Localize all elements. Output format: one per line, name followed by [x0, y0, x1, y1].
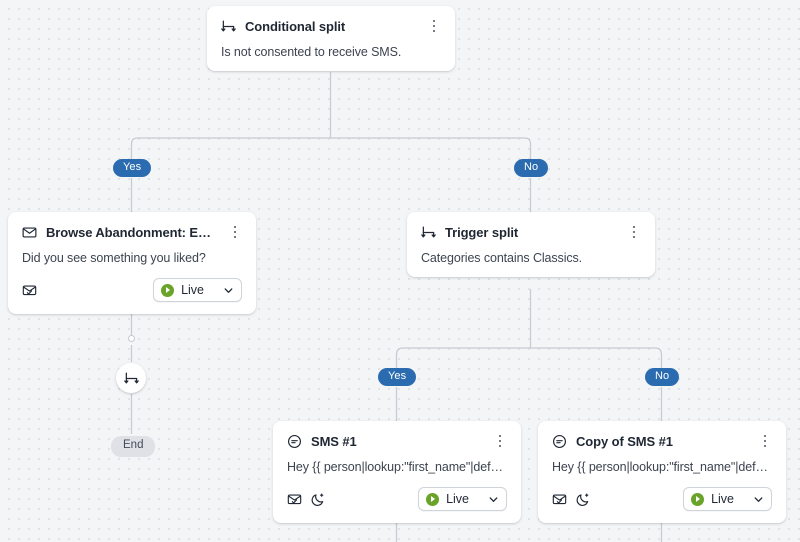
- branch-pill-yes-bottom[interactable]: Yes: [378, 368, 417, 386]
- end-pill: End: [111, 436, 156, 457]
- card-description: Is not consented to receive SMS.: [221, 45, 402, 59]
- envelope-icon: [22, 225, 37, 240]
- chevron-down-icon: [754, 496, 763, 502]
- card-title: Trigger split: [445, 224, 519, 240]
- node-card-trigger-split[interactable]: Trigger split Categories contains Classi…: [407, 212, 655, 277]
- status-label: Live: [711, 492, 734, 506]
- split-icon: [221, 19, 236, 34]
- card-header: SMS #1: [287, 433, 507, 449]
- kebab-menu-icon[interactable]: [627, 224, 641, 240]
- card-description: Hey {{ person|lookup:"first_name"|defaul…: [552, 460, 772, 474]
- status-select-live[interactable]: Live: [418, 487, 507, 511]
- play-circle-icon: [161, 283, 175, 297]
- kebab-menu-icon[interactable]: [758, 433, 772, 449]
- status-select-live[interactable]: Live: [153, 278, 242, 302]
- branch-pill-no-top[interactable]: No: [514, 159, 549, 177]
- split-icon: [123, 371, 139, 386]
- card-header: Trigger split: [421, 224, 641, 240]
- card-header: Browse Abandonment: Email...: [22, 224, 242, 240]
- node-circle-split[interactable]: [116, 363, 146, 393]
- chevron-down-icon: [224, 287, 233, 293]
- envelope-check-icon: [552, 492, 567, 507]
- branch-pill-yes-top[interactable]: Yes: [113, 159, 152, 177]
- card-footer: Live: [287, 487, 507, 511]
- card-title: SMS #1: [311, 433, 357, 449]
- kebab-menu-icon[interactable]: [228, 224, 242, 240]
- node-card-copy-of-sms-1[interactable]: Copy of SMS #1 Hey {{ person|lookup:"fir…: [538, 421, 786, 523]
- kebab-menu-icon[interactable]: [427, 18, 441, 34]
- status-label: Live: [446, 492, 469, 506]
- card-description: Categories contains Classics.: [421, 251, 583, 265]
- card-description: Did you see something you liked?: [22, 251, 206, 265]
- moon-icon: [311, 492, 326, 507]
- branch-pill-no-bottom[interactable]: No: [645, 368, 680, 386]
- card-footer: Live: [22, 278, 242, 302]
- footer-icon-group: [287, 492, 418, 507]
- chat-bubble-icon: [552, 434, 567, 449]
- kebab-menu-icon[interactable]: [493, 433, 507, 449]
- node-card-sms-1[interactable]: SMS #1 Hey {{ person|lookup:"first_name"…: [273, 421, 521, 523]
- node-card-browse-abandonment-email[interactable]: Browse Abandonment: Email... Did you see…: [8, 212, 256, 314]
- connector-dot: [128, 335, 135, 342]
- split-icon: [421, 225, 436, 240]
- chat-bubble-icon: [287, 434, 302, 449]
- card-header: Conditional split: [221, 18, 441, 34]
- footer-icon-group: [552, 492, 683, 507]
- card-header: Copy of SMS #1: [552, 433, 772, 449]
- status-label: Live: [181, 283, 204, 297]
- chevron-down-icon: [489, 496, 498, 502]
- envelope-check-icon: [22, 283, 37, 298]
- moon-icon: [576, 492, 591, 507]
- node-card-conditional-split[interactable]: Conditional split Is not consented to re…: [207, 6, 455, 71]
- play-circle-icon: [691, 492, 705, 506]
- card-title: Copy of SMS #1: [576, 433, 673, 449]
- card-title: Browse Abandonment: Email...: [46, 224, 219, 240]
- card-footer: Live: [552, 487, 772, 511]
- footer-icon-group: [22, 283, 153, 298]
- card-title: Conditional split: [245, 18, 346, 34]
- status-select-live[interactable]: Live: [683, 487, 772, 511]
- play-circle-icon: [426, 492, 440, 506]
- envelope-check-icon: [287, 492, 302, 507]
- card-description: Hey {{ person|lookup:"first_name"|defaul…: [287, 460, 507, 474]
